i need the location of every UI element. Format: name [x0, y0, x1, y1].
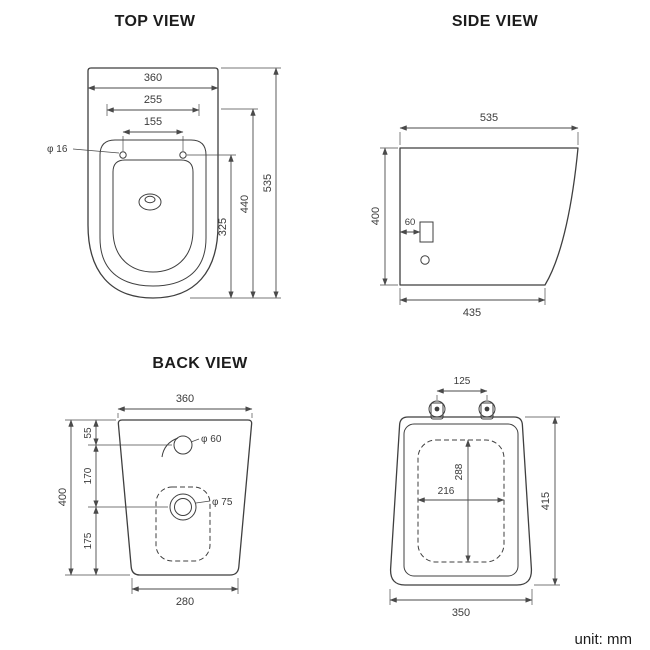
- dim-label-360: 360: [144, 72, 162, 84]
- waste-outlet-hole: [169, 493, 197, 521]
- dim-label-phi16: φ 16: [47, 144, 68, 155]
- dim-bowl-depth: 325: [217, 154, 234, 299]
- dim-body-depth: 440: [239, 108, 256, 299]
- dim-label-535: 535: [480, 112, 498, 124]
- dim-label-325: 325: [217, 218, 229, 236]
- dim-label-170: 170: [83, 467, 94, 484]
- dim-overall-width: 360: [117, 393, 253, 418]
- dim-opening-depth: 288: [454, 439, 471, 563]
- dim-overall-width: 360: [87, 72, 219, 91]
- dim-base-depth: 435: [399, 288, 546, 319]
- dim-overall-depth: 535: [399, 112, 579, 145]
- dim-label-255: 255: [144, 94, 162, 106]
- dim-label-phi60: φ 60: [201, 434, 222, 445]
- water-inlet-hole: [161, 435, 193, 458]
- seat-inner-outline: [403, 423, 519, 577]
- seat-opening-hidden-outline: [417, 439, 505, 563]
- dim-inlet-diameter: φ 60: [190, 434, 222, 445]
- dim-outlet-to-floor: 175: [83, 506, 99, 576]
- seat-lid-outline: [99, 139, 207, 287]
- toilet-footprint-outline: [87, 67, 219, 299]
- dim-extension-lines-left: [65, 419, 172, 576]
- dim-bracket-offset: 60: [399, 217, 421, 235]
- dim-label-400: 400: [57, 488, 69, 506]
- dim-label-55: 55: [83, 427, 94, 439]
- dim-base-width: 280: [131, 578, 239, 608]
- trapway-hidden-outline: [155, 486, 211, 562]
- dim-opening-width: 216: [417, 486, 505, 503]
- hinge-holes: [119, 151, 187, 159]
- dim-depth: 415: [525, 416, 560, 586]
- side-view-title: SIDE VIEW: [451, 13, 539, 30]
- toilet-profile-outline: [399, 147, 579, 286]
- dim-width: 350: [389, 589, 533, 619]
- dim-label-155: 155: [144, 116, 162, 128]
- dim-height: 400: [57, 419, 74, 576]
- dim-inner-width: 255: [106, 94, 200, 116]
- dim-label-400: 400: [370, 207, 382, 225]
- dim-label-415: 415: [540, 492, 552, 510]
- back-view-title: BACK VIEW: [152, 355, 248, 372]
- unit-label: unit: mm: [574, 631, 632, 648]
- dim-height: 400: [370, 147, 398, 286]
- dim-label-216: 216: [438, 486, 455, 497]
- dim-label-280: 280: [176, 596, 194, 608]
- top-view-title: TOP VIEW: [114, 13, 196, 30]
- top-view-drawing: 360 255 155 φ 16 325 440 535: [47, 67, 281, 299]
- fixing-bracket-detail: [419, 221, 434, 243]
- dim-label-360: 360: [176, 393, 194, 405]
- seat-hinges: [428, 400, 496, 420]
- flush-outlet-detail: [138, 193, 162, 211]
- bowl-rim-outline: [112, 159, 194, 273]
- dim-label-350: 350: [452, 607, 470, 619]
- dim-label-288: 288: [454, 463, 465, 480]
- dim-label-175: 175: [83, 532, 94, 549]
- dim-label-phi75: φ 75: [212, 497, 233, 508]
- dim-label-440: 440: [239, 195, 251, 213]
- dim-label-60: 60: [405, 217, 416, 228]
- back-view-drawing: 360 55 170 175 400 φ 60 φ 75 280: [57, 393, 253, 608]
- dim-label-125: 125: [454, 376, 471, 387]
- seat-outer-outline: [389, 416, 533, 586]
- dim-label-435: 435: [463, 307, 481, 319]
- dim-outlet-diameter: φ 75: [195, 497, 233, 508]
- dim-label-535: 535: [262, 174, 274, 192]
- dim-hinge-spacing: 125: [436, 376, 488, 400]
- dim-inlet-offset: 55: [83, 419, 99, 446]
- toilet-back-outline: [117, 419, 253, 576]
- fixing-hole: [420, 255, 430, 265]
- dim-hole-spacing: 155: [122, 116, 184, 151]
- dim-hole-diameter: φ 16: [47, 144, 120, 155]
- dim-overall-depth: 535: [262, 67, 279, 299]
- side-view-drawing: 535 400 60 435: [370, 112, 579, 319]
- seat-view-drawing: 125 288 216 415 350: [389, 376, 560, 619]
- dim-inlet-to-outlet: 170: [83, 444, 99, 508]
